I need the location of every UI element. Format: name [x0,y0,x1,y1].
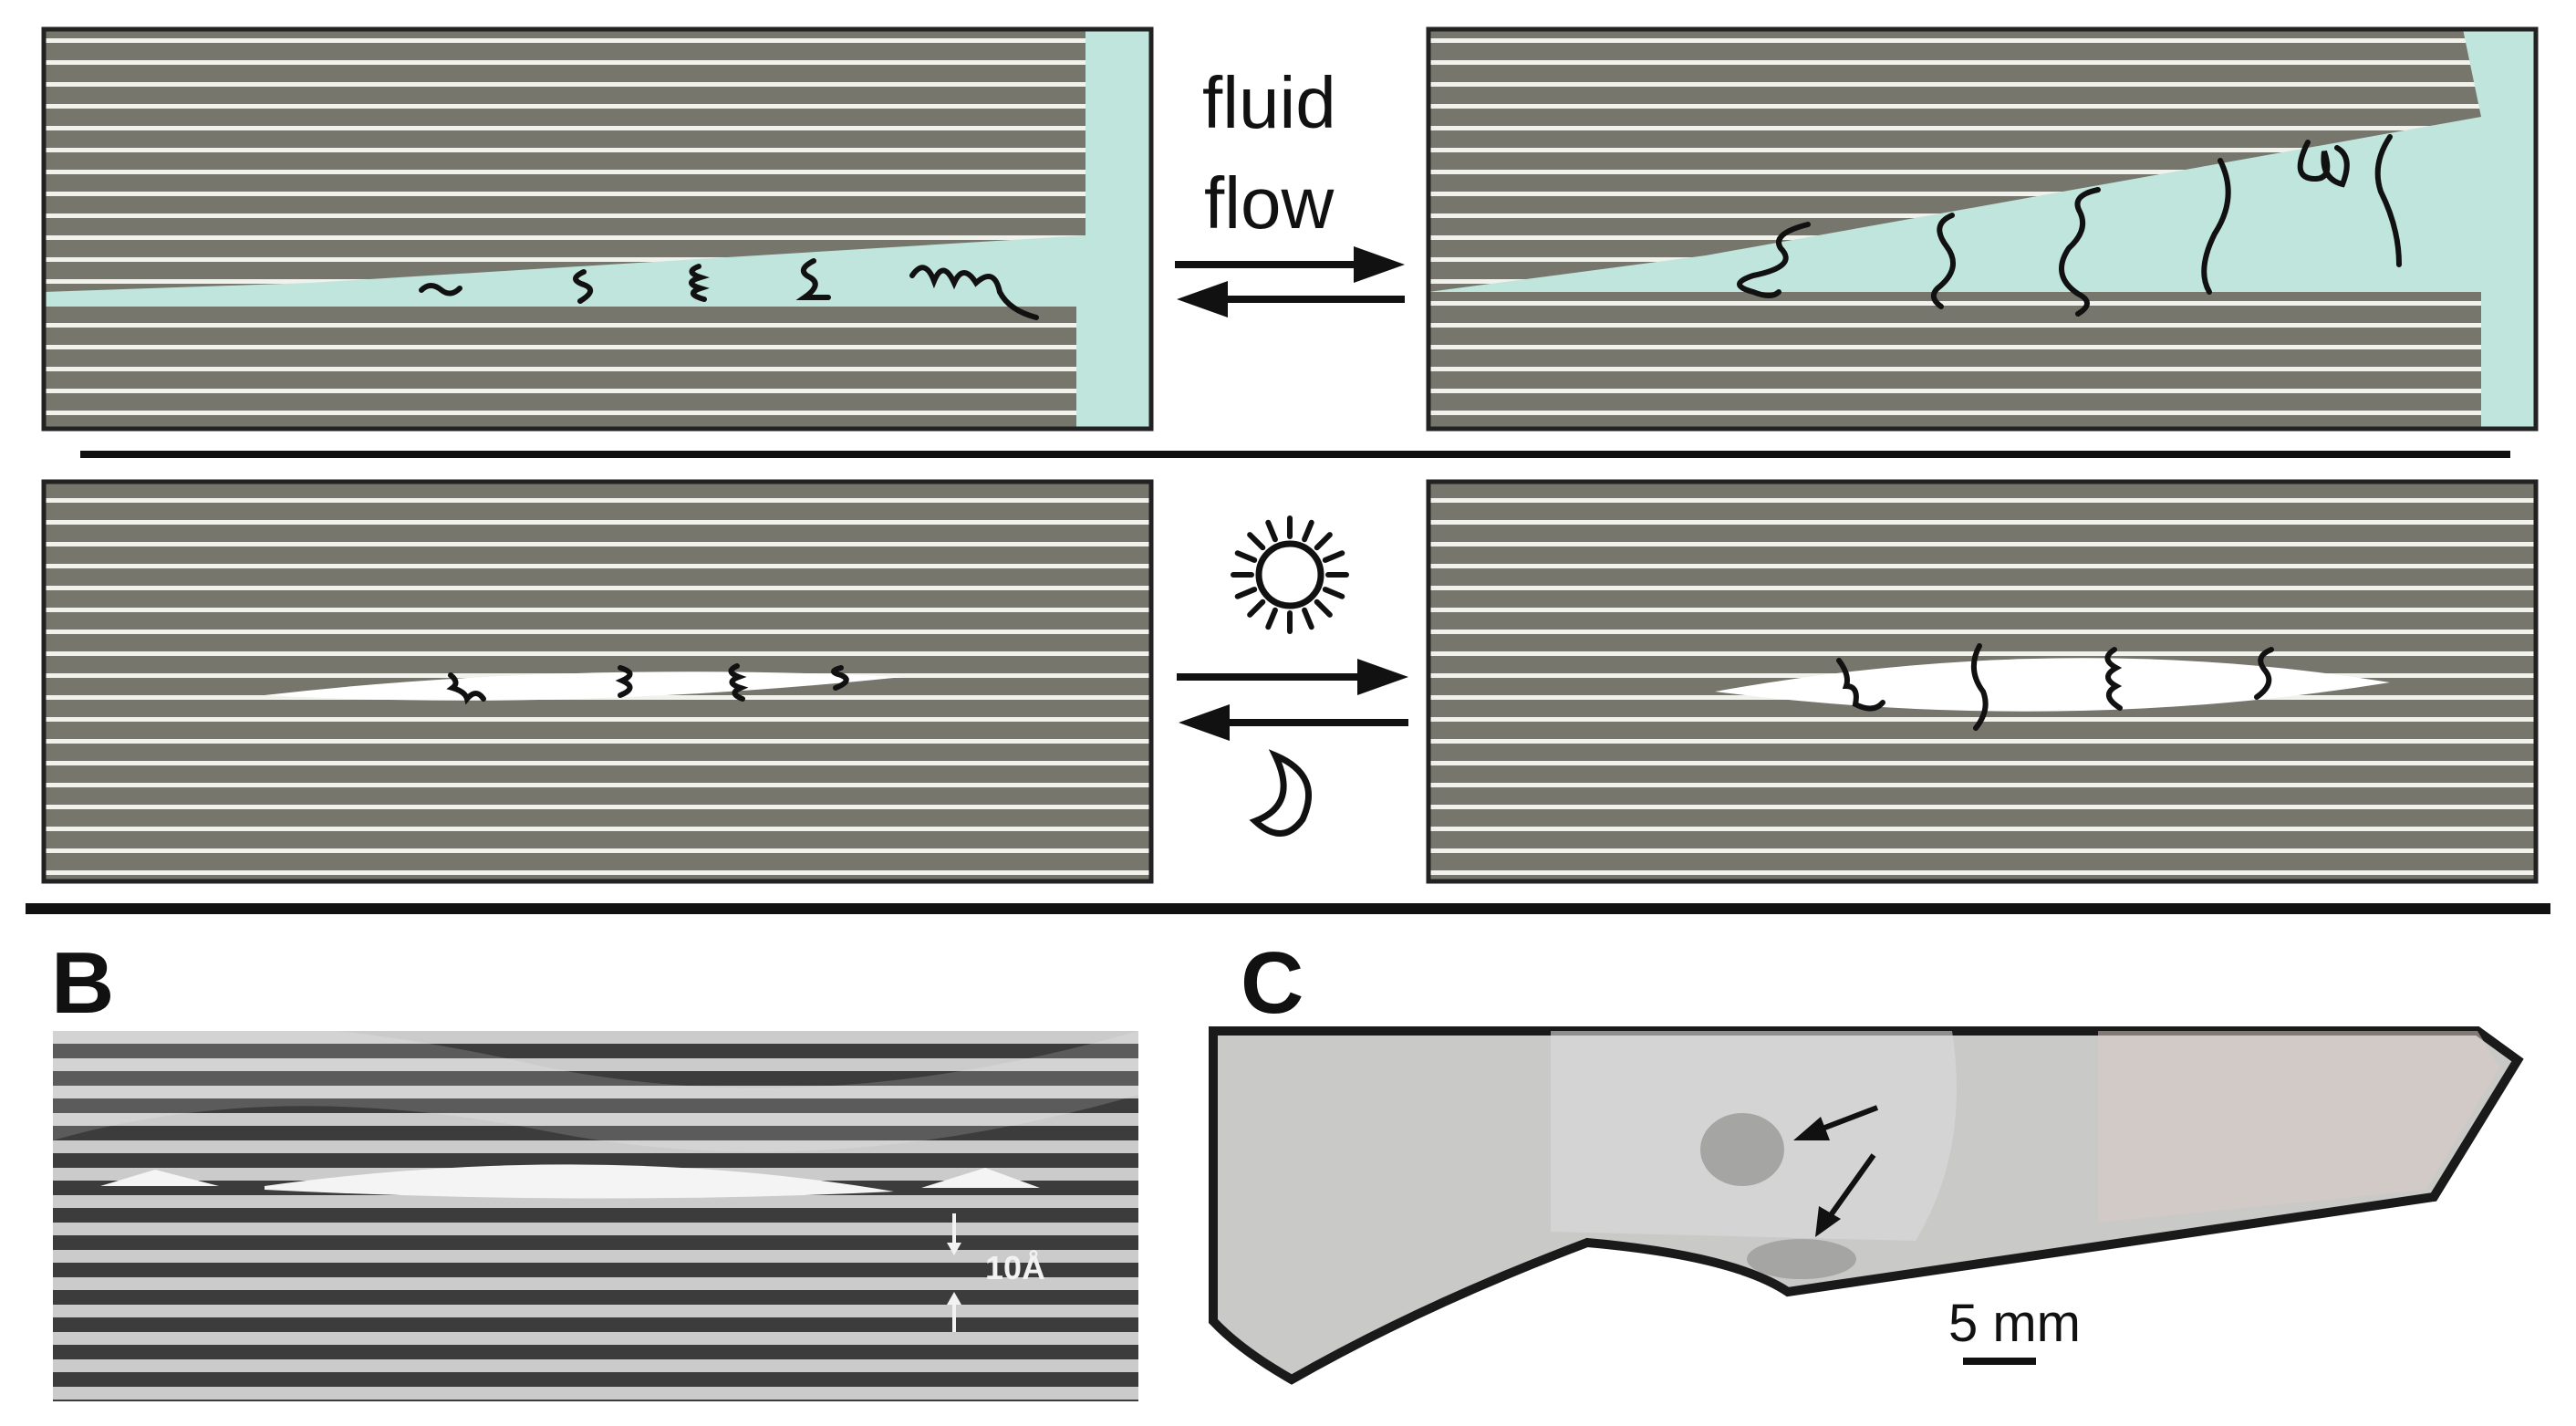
tem-micrograph: 10Å [53,1023,1138,1401]
sun-ray [1234,587,1258,599]
tem-arrowhead-right [921,1168,1040,1188]
panel-b-letter: B [51,934,114,1032]
panel-a-fluid-open [1428,29,2536,429]
sun-ray [1314,532,1333,551]
sun-ray [1247,532,1266,551]
interlayer-void [265,671,903,701]
fluid-flow-arrows [1175,246,1405,317]
clay-stack-upper-tilted [1428,29,2481,292]
sun-ray [1302,519,1314,543]
tem-scale-arrows [947,1213,961,1332]
panel-a-frame-3 [41,479,1154,884]
interlayer-void-expanded [1715,658,2390,712]
sun-ray [1265,519,1278,543]
fluid-flow-label-line1: fluid [1202,62,1336,143]
tem-scale-label: 10Å [985,1249,1045,1286]
polymer-chains-extended [1737,134,2402,317]
panel-a-dry-open [1428,482,2536,881]
sun-ray [1314,599,1333,618]
panel-a-frame-4 [1426,479,2539,884]
fluid-flow-label-line2: flow [1204,162,1334,244]
sample-scale-label: 5 mm [1948,1294,2081,1353]
sample-photo: 5 mm [1209,1026,2524,1385]
sample-arrows [1793,1105,1879,1237]
sun-ray [1247,599,1266,618]
panel-a-frame-2 [1426,26,2539,432]
day-night-arrows [1177,659,1408,741]
inclusion-upper [1700,1113,1784,1186]
panel-c-letter: C [1241,934,1304,1032]
sun-ray [1234,550,1258,563]
panel-a-fluid-closed [44,29,1151,429]
polymer-chains [419,258,1039,320]
polymer-chains-dry [446,663,849,705]
clay-stack-lower [44,307,1076,429]
polymer-chains-dry-extended [1836,643,2274,731]
moon-icon [1249,749,1313,837]
sun-ray [1265,607,1278,630]
clay-stack-upper [44,29,1085,292]
sun-ray [1322,587,1345,599]
tem-arrowhead-left [100,1170,219,1186]
panel-a-frame-1 [41,26,1154,432]
tem-interlayer-gap [265,1164,894,1199]
sun-ray [1322,550,1345,563]
panel-a-dry-closed [44,482,1151,881]
sun-icon [1231,515,1349,634]
clay-stack-lower-flat [1428,292,2481,429]
inclusion-lower [1747,1239,1856,1279]
sun-ray [1302,607,1314,630]
